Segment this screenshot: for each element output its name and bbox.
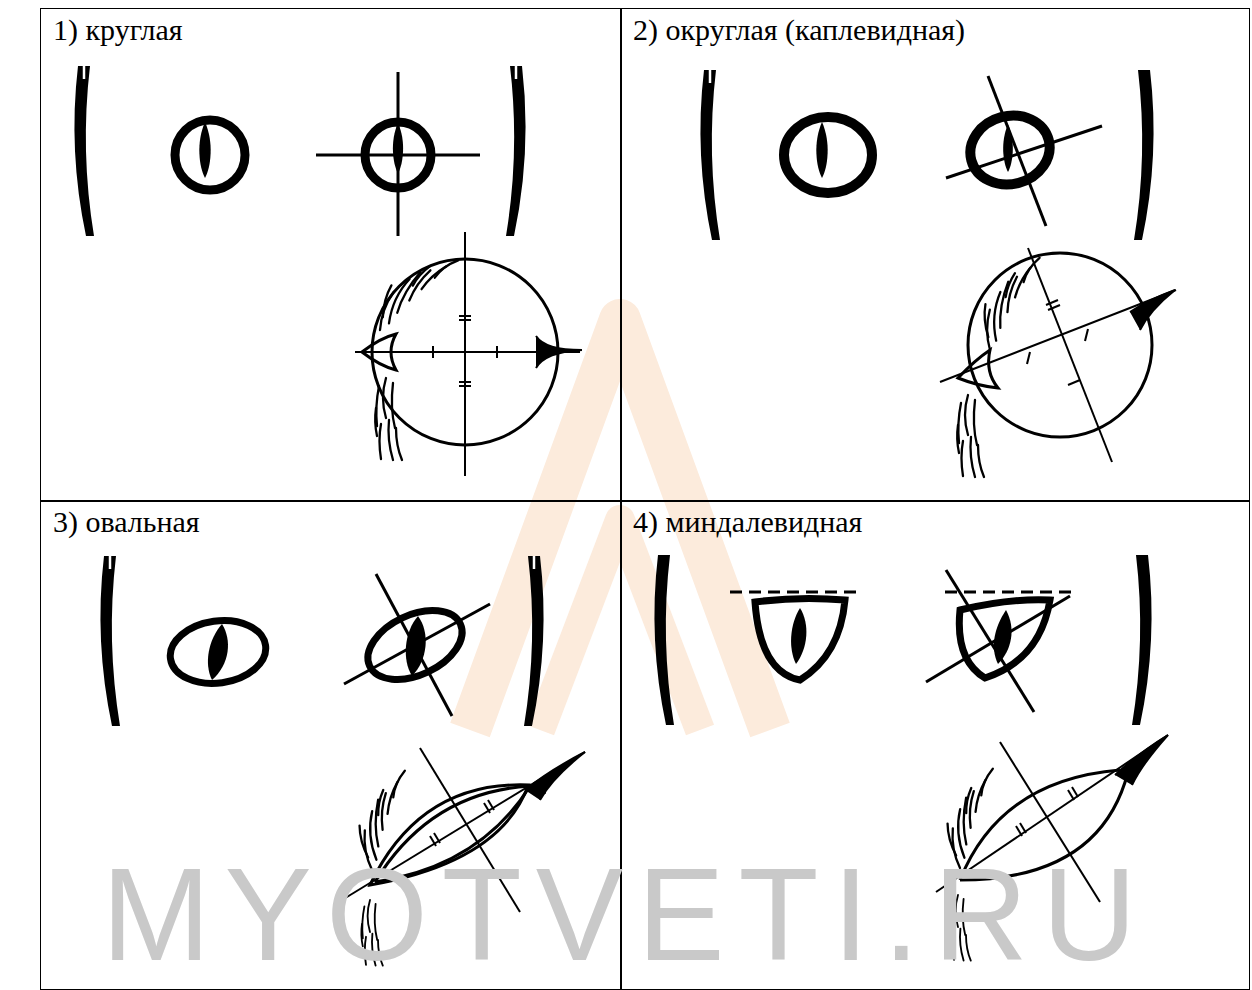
eye-shape-panel: 2) округлая (каплевидная)	[620, 8, 1250, 502]
rounded-eye-figure	[700, 70, 1176, 477]
watermark-box: MYOTVETI.RU	[0, 840, 1252, 990]
panel-heading: 2) округлая (каплевидная)	[633, 13, 965, 47]
panel-heading: 4) миндалевидная	[633, 505, 862, 539]
round-eye-figure	[74, 66, 582, 476]
panel-heading: 3) овальная	[53, 505, 200, 539]
panel-heading: 1) круглая	[53, 13, 183, 47]
watermark: MYOTVETI.RU	[101, 841, 1150, 988]
eye-shape-panel: 1) круглая	[40, 8, 622, 502]
